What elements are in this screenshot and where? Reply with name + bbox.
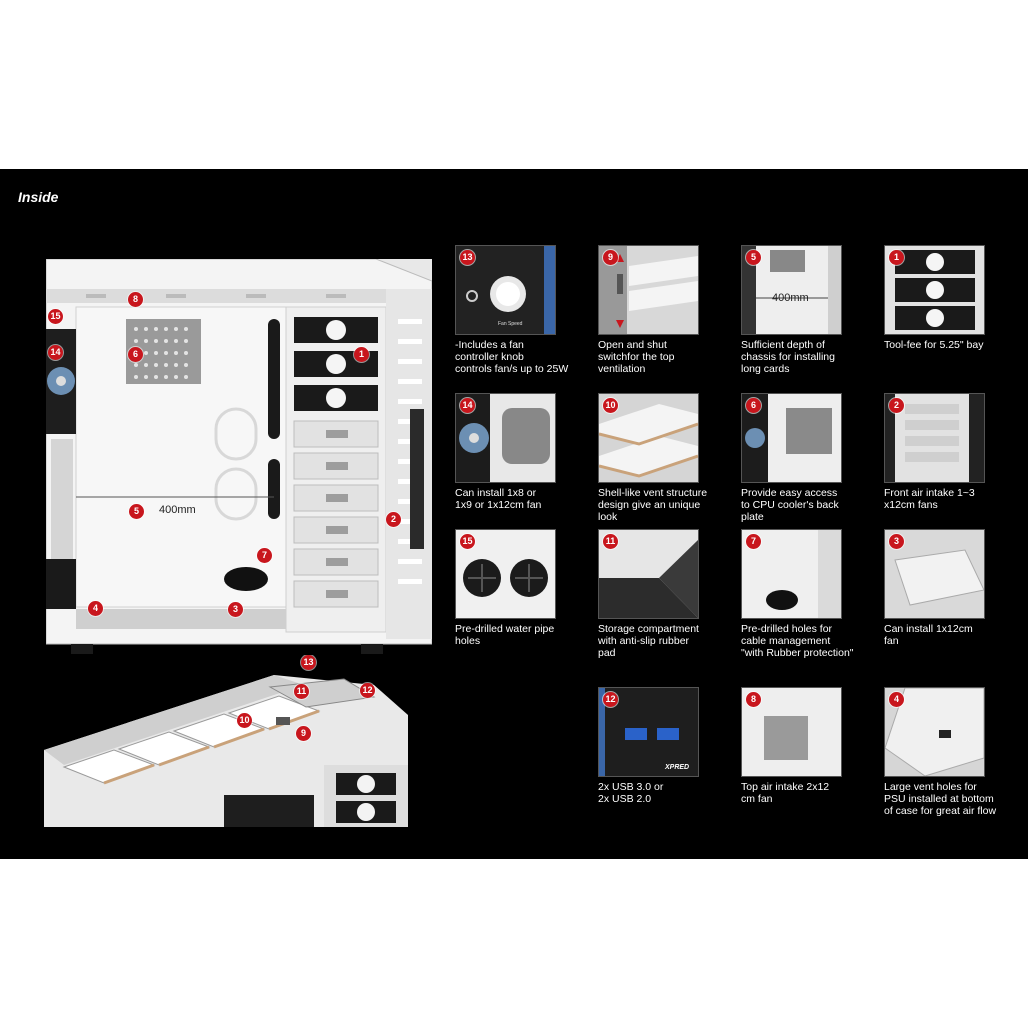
marker-2: 2 [386,512,401,527]
feature-water-pipe-holes: 15 Pre-drilled water pipe holes [455,529,585,647]
feature-caption: Provide easy access to CPU cooler's back… [741,487,839,523]
feature-number-badge: 6 [746,398,761,413]
feature-image: 3 [884,529,985,619]
feature-cpu-cutout: 6 Provide easy access to CPU cooler's ba… [741,393,871,523]
feature-image: 12 XPRED [598,687,699,777]
feature-image: 1 [884,245,985,335]
feature-number-badge: 10 [603,398,618,413]
feature-cable-holes: 7 Pre-drilled holes for cable management… [741,529,871,659]
case-top-view-image: 13 11 12 10 9 [44,655,408,827]
feature-number-badge: 3 [889,534,904,549]
feature-image: 5 400mm [741,245,842,335]
feature-caption: Large vent holes for PSU installed at bo… [884,781,997,817]
feature-image: 11 [598,529,699,619]
feature-number-badge: 4 [889,692,904,707]
feature-bottom-fan: 3 Can install 1x12cm fan [884,529,1014,647]
marker-13: 13 [301,655,316,670]
feature-caption: Can install 1x12cm fan [884,623,973,647]
marker-7: 7 [257,548,272,563]
marker-5: 5 [129,504,144,519]
depth-label: 400mm [772,292,809,304]
feature-caption: -Includes a fan controller knob controls… [455,339,569,375]
marker-15: 15 [48,309,63,324]
feature-caption: Tool-fee for 5.25" bay [884,339,984,351]
marker-6: 6 [128,347,143,362]
feature-image: 4 [884,687,985,777]
feature-front-intake: 2 Front air intake 1~3 x12cm fans [884,393,1014,511]
feature-image: 9 [598,245,699,335]
feature-number-badge: 8 [746,692,761,707]
marker-1: 1 [354,347,369,362]
feature-image: 10 [598,393,699,483]
brand-label: XPRED [665,764,690,771]
marker-10: 10 [237,713,252,728]
feature-fan-controller: 13 Fan Speed -Includes a fan controller … [455,245,585,375]
section-title: Inside [18,189,59,205]
marker-4: 4 [88,601,103,616]
feature-image: 13 Fan Speed [455,245,556,335]
feature-storage-compartment: 11 Storage compartment with anti-slip ru… [598,529,728,659]
feature-shell-vent: 10 Shell-like vent structure design give… [598,393,728,523]
feature-caption: Storage compartment with anti-slip rubbe… [598,623,699,659]
feature-number-badge: 11 [603,534,618,549]
feature-caption: Pre-drilled water pipe holes [455,623,555,647]
feature-top-intake: 8 Top air intake 2x12 cm fan [741,687,871,805]
feature-caption: 2x USB 3.0 or 2x USB 2.0 [598,781,664,805]
feature-number-badge: 5 [746,250,761,265]
feature-caption: Top air intake 2x12 cm fan [741,781,830,805]
feature-number-badge: 2 [889,398,904,413]
marker-8: 8 [128,292,143,307]
feature-caption: Front air intake 1~3 x12cm fans [884,487,975,511]
feature-image: 14 [455,393,556,483]
marker-11: 11 [294,684,309,699]
feature-tool-free-bay: 1 Tool-fee for 5.25" bay [884,245,1014,351]
feature-caption: Pre-drilled holes for cable management "… [741,623,854,659]
feature-caption: Can install 1x8 or 1x9 or 1x12cm fan [455,487,542,511]
feature-number-badge: 1 [889,250,904,265]
product-feature-panel: Inside [0,169,1028,859]
feature-number-badge: 7 [746,534,761,549]
feature-number-badge: 14 [460,398,475,413]
feature-top-vent-switch: 9 Open and shut switchfor the top ventil… [598,245,728,375]
marker-3: 3 [228,602,243,617]
feature-image: 2 [884,393,985,483]
feature-image: 7 [741,529,842,619]
feature-caption: Open and shut switchfor the top ventilat… [598,339,675,375]
feature-caption: Shell-like vent structure design give an… [598,487,708,523]
marker-9: 9 [296,726,311,741]
feature-number-badge: 9 [603,250,618,265]
feature-image: 15 [455,529,556,619]
feature-image: 6 [741,393,842,483]
feature-usb-ports: 12 XPRED 2x USB 3.0 or 2x USB 2.0 [598,687,728,805]
feature-rear-fan: 14 Can install 1x8 or 1x9 or 1x12cm fan [455,393,585,511]
feature-number-badge: 15 [460,534,475,549]
feature-psu-vents: 4 Large vent holes for PSU installed at … [884,687,1014,817]
fan-speed-label: Fan Speed [498,321,523,327]
feature-number-badge: 12 [603,692,618,707]
feature-caption: Sufficient depth of chassis for installi… [741,339,835,375]
marker-12: 12 [360,683,375,698]
feature-number-badge: 13 [460,250,475,265]
card-depth-label: 400mm [159,504,196,516]
case-interior-image: 400mm 8 15 14 6 1 5 2 7 4 3 [46,259,432,659]
feature-image: 8 [741,687,842,777]
feature-card-depth: 5 400mm Sufficient depth of chassis for … [741,245,871,375]
marker-14: 14 [48,345,63,360]
